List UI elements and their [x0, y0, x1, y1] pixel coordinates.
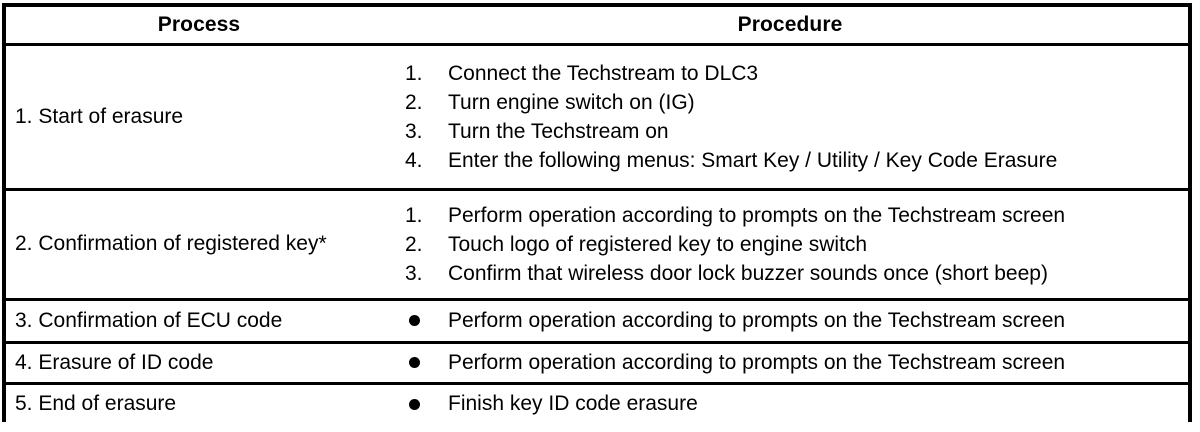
procedure-step-list: 1. Connect the Techstream to DLC3 2. Tur… [392, 55, 1188, 179]
process-label: 2. Confirmation of registered key* [15, 232, 327, 255]
table-row: 3. Confirmation of ECU code Perform oper… [6, 297, 1188, 342]
process-cell: 3. Confirmation of ECU code [6, 297, 392, 342]
procedure-step: Perform operation according to prompts o… [392, 306, 1188, 336]
bullet-icon [409, 389, 449, 419]
procedure-step: 3. Confirm that wireless door lock buzze… [392, 259, 1188, 288]
table-row: 5. End of erasure Finish key ID code era… [6, 381, 1188, 424]
procedure-step: 2. Touch logo of registered key to engin… [392, 230, 1188, 259]
step-text: Turn engine switch on (IG) [448, 90, 695, 114]
procedure-step: 1. Connect the Techstream to DLC3 [392, 59, 1188, 88]
table-row: 4. Erasure of ID code Perform operation … [6, 340, 1188, 383]
step-marker: 3. [405, 119, 423, 143]
procedure-step-list: Perform operation according to prompts o… [392, 344, 1188, 382]
process-cell: 2. Confirmation of registered key* [6, 187, 392, 299]
process-cell: 5. End of erasure [6, 381, 392, 424]
step-text: Turn the Techstream on [448, 119, 669, 143]
procedure-cell: Perform operation according to prompts o… [392, 340, 1188, 383]
step-text: Touch logo of registered key to engine s… [448, 232, 868, 256]
step-text: Perform operation according to prompts o… [448, 350, 1066, 374]
procedure-cell: Finish key ID code erasure [392, 381, 1188, 424]
step-text: Enter the following menus: Smart Key / U… [448, 148, 1058, 172]
table-header-row: Process Procedure [6, 7, 1188, 44]
procedure-step-list: Finish key ID code erasure [392, 385, 1188, 423]
procedure-step-list: Perform operation according to prompts o… [392, 302, 1188, 340]
procedure-cell: Perform operation according to prompts o… [392, 297, 1188, 342]
procedure-step: 1. Perform operation according to prompt… [392, 201, 1188, 230]
table-row: 2. Confirmation of registered key* 1. Pe… [6, 187, 1188, 299]
step-marker: 4. [405, 148, 423, 172]
process-label: 5. End of erasure [15, 392, 177, 416]
procedure-table-frame: Process Procedure 1. Start of erasure [2, 3, 1192, 424]
procedure-step: 3. Turn the Techstream on [392, 117, 1188, 146]
bullet-icon [409, 348, 449, 378]
procedure-table: Process Procedure 1. Start of erasure [6, 7, 1188, 424]
procedure-step: Finish key ID code erasure [392, 389, 1188, 419]
step-text: Perform operation according to prompts o… [448, 203, 1066, 227]
header-label-process: Process [157, 12, 241, 36]
procedure-step: 2. Turn engine switch on (IG) [392, 88, 1188, 117]
step-marker: 2. [405, 232, 423, 256]
header-cell-procedure: Procedure [392, 7, 1188, 44]
header-cell-process: Process [6, 7, 392, 44]
step-marker: 1. [405, 61, 423, 85]
table-row: 1. Start of erasure 1. Connect the Techs… [6, 42, 1188, 189]
step-text: Connect the Techstream to DLC3 [448, 61, 759, 85]
bullet-icon [409, 306, 449, 336]
step-text: Finish key ID code erasure [448, 392, 698, 416]
process-label: 3. Confirmation of ECU code [15, 308, 283, 332]
process-label: 4. Erasure of ID code [15, 350, 214, 374]
procedure-step: 4. Enter the following menus: Smart Key … [392, 146, 1188, 175]
process-cell: 4. Erasure of ID code [6, 340, 392, 383]
step-marker: 2. [405, 90, 423, 114]
procedure-step: Perform operation according to prompts o… [392, 348, 1188, 378]
step-text: Perform operation according to prompts o… [448, 308, 1066, 332]
step-marker: 1. [405, 203, 423, 227]
header-label-procedure: Procedure [737, 12, 843, 36]
process-label: 1. Start of erasure [15, 104, 184, 128]
step-text: Confirm that wireless door lock buzzer s… [448, 261, 1048, 285]
process-cell: 1. Start of erasure [6, 42, 392, 189]
procedure-step-list: 1. Perform operation according to prompt… [392, 197, 1188, 292]
procedure-cell: 1. Connect the Techstream to DLC3 2. Tur… [392, 42, 1188, 189]
step-marker: 3. [405, 261, 423, 285]
procedure-cell: 1. Perform operation according to prompt… [392, 187, 1188, 299]
